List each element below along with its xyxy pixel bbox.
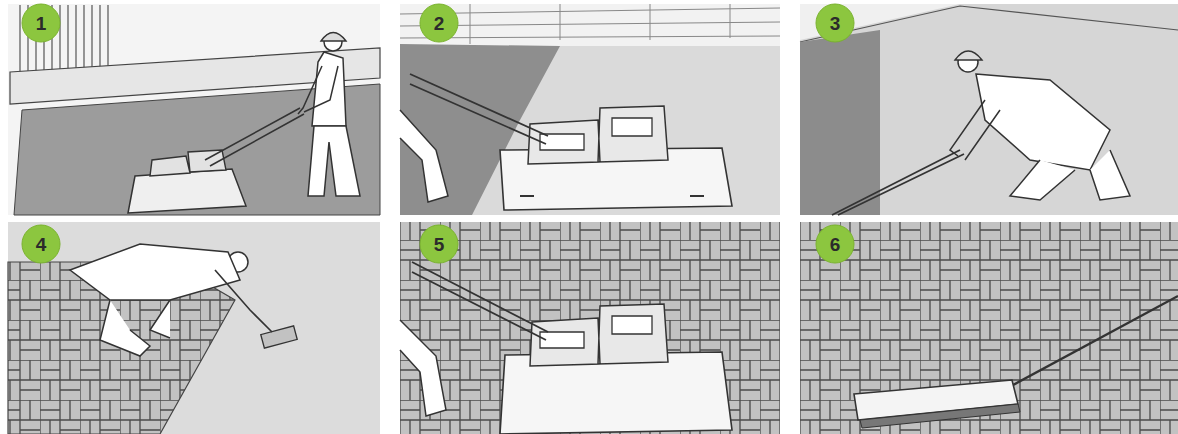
worker-legs	[308, 126, 360, 196]
step-badge: 5	[419, 224, 459, 264]
compactor-handle	[205, 108, 304, 166]
paver-in-hand	[261, 326, 297, 348]
step-number: 1	[36, 14, 47, 33]
badge-fill	[420, 225, 458, 263]
screed-rail	[832, 150, 964, 215]
panel-background	[800, 4, 1178, 215]
panel-compact-pavers	[400, 222, 780, 434]
panel-compact-closeup	[400, 4, 780, 215]
screeded-sand	[800, 30, 880, 215]
worker-arms	[950, 100, 1000, 160]
worker-helmet	[955, 51, 982, 60]
panel-background	[8, 4, 380, 215]
board-lines	[400, 4, 780, 44]
engine-detail	[540, 118, 652, 150]
step-number: 4	[36, 235, 47, 254]
paver-surface	[400, 222, 780, 434]
compactor-handle	[412, 262, 548, 340]
step-number: 6	[830, 235, 841, 254]
panel-lay-pavers	[8, 222, 380, 434]
step-badge: 3	[815, 3, 855, 43]
compactor-handle	[410, 74, 548, 144]
step-badge: 4	[21, 224, 61, 264]
worker-arms	[298, 66, 338, 114]
step-badge: 2	[419, 3, 459, 43]
worker-legs	[1010, 150, 1130, 200]
step-badge: 1	[21, 3, 61, 43]
step-number: 5	[434, 235, 445, 254]
badge-fill	[420, 4, 458, 42]
paver-surface	[800, 222, 1178, 434]
broom-bristles	[860, 404, 1020, 428]
badge-fill	[816, 225, 854, 263]
badge-fill	[22, 4, 60, 42]
badge-fill	[816, 4, 854, 42]
deck-boards	[400, 4, 780, 46]
panel-sweep-sand	[800, 222, 1178, 434]
worker-helmet	[321, 33, 346, 42]
panel-background	[400, 4, 780, 215]
broom-handle	[1000, 296, 1178, 392]
worker-leg	[400, 320, 446, 416]
fence	[20, 5, 108, 72]
step-number: 3	[830, 14, 841, 33]
panel-compact-base	[8, 4, 380, 215]
plate-slots	[520, 195, 704, 197]
worker-body	[312, 52, 346, 126]
panel-screed-sand	[800, 4, 1178, 215]
panel-background	[8, 222, 380, 434]
worker-arm	[215, 270, 272, 332]
worker-legs	[100, 300, 170, 356]
compactor-engine	[530, 304, 668, 366]
compactor-plate	[128, 169, 246, 213]
badge-fill	[22, 225, 60, 263]
engine-detail	[540, 316, 652, 348]
step-badge: 6	[815, 224, 855, 264]
compactor-engine	[528, 106, 668, 164]
step-number: 2	[434, 14, 445, 33]
worker-body	[976, 74, 1110, 170]
worker-body	[70, 244, 240, 300]
worker-leg	[400, 110, 448, 202]
